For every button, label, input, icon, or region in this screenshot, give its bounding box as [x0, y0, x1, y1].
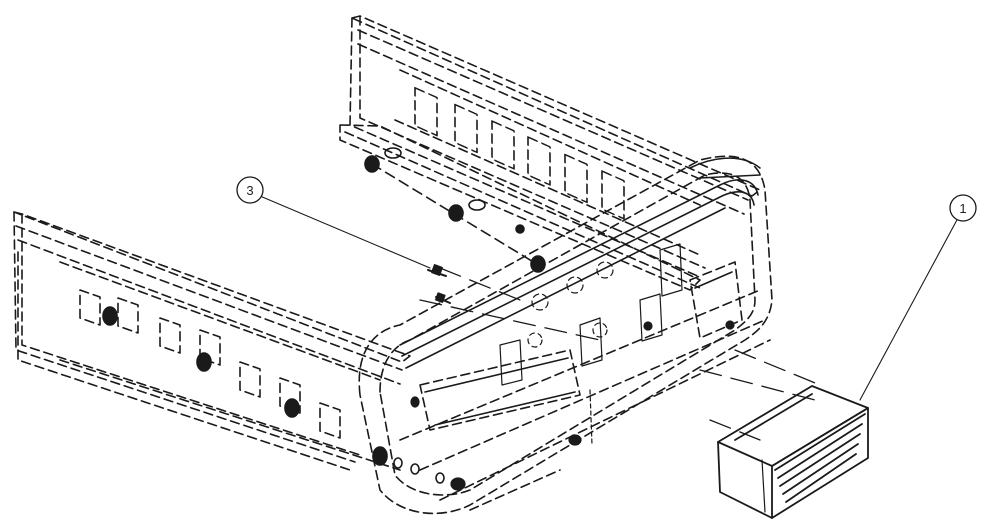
callout-leaders [259, 195, 959, 401]
callout-1-bubble: 1 [949, 194, 977, 222]
callout-1-label: 1 [959, 201, 966, 216]
leader-line-1 [859, 217, 959, 401]
lamp-module-part [717, 385, 869, 519]
rear-rail-panel [339, 15, 761, 291]
rear-rail-fasteners [364, 147, 546, 273]
bumper-lamp-housing-right [689, 261, 743, 339]
bumper-internal-brackets [410, 243, 735, 491]
front-rail-fasteners [102, 306, 445, 484]
front-rail-panel [13, 211, 411, 471]
bumper-lamp-housing-left [419, 349, 581, 431]
callout-3-bubble: 3 [236, 176, 264, 204]
fastener-part [427, 264, 451, 304]
bumper-shell [358, 155, 773, 515]
callout-3-label: 3 [246, 183, 253, 198]
bumper-top-bar [399, 157, 761, 369]
leader-line-3 [259, 195, 431, 269]
